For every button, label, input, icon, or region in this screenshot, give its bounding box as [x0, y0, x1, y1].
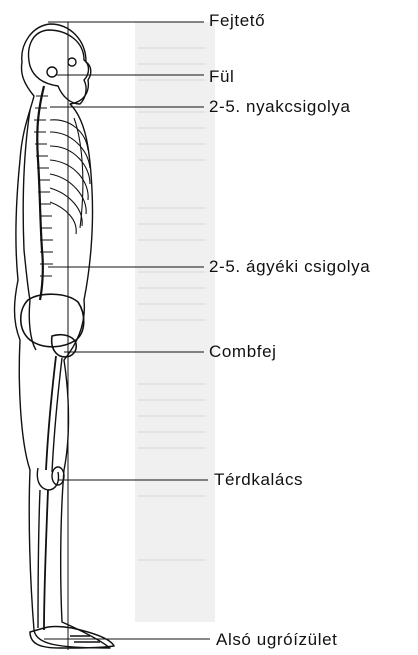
skull — [29, 30, 89, 104]
skeleton-drawing — [15, 24, 115, 648]
femur — [46, 356, 56, 470]
label-fejteto: Fejtető — [209, 11, 265, 31]
upper-arm — [23, 110, 30, 300]
label-nyakcsigolya: 2-5. nyakcsigolya — [209, 97, 351, 117]
ear — [47, 67, 57, 77]
knee-joint — [37, 468, 58, 490]
eye-socket — [68, 58, 76, 66]
label-ful: Fül — [209, 67, 234, 87]
spine — [37, 86, 44, 300]
foot — [30, 627, 114, 649]
label-also-ugroizulet: Alsó ugróízület — [216, 630, 337, 650]
label-agyeki-csigolya: 2-5. ágyéki csigolya — [209, 257, 370, 277]
fibula — [38, 490, 40, 628]
label-combfej: Combfej — [209, 342, 277, 362]
label-terdkalacs: Térdkalács — [214, 470, 303, 490]
tibia — [44, 490, 48, 630]
rib-cage — [50, 118, 90, 234]
